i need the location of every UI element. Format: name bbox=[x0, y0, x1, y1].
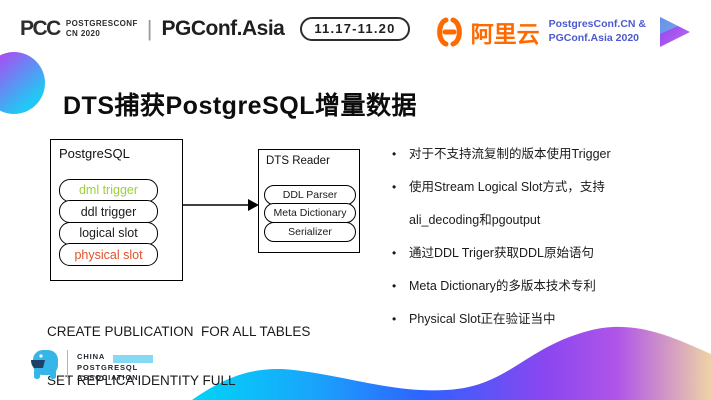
date-badge: 11.17-11.20 bbox=[300, 17, 410, 41]
bullet-list: • 对于不支持流复制的版本使用Trigger • 使用Stream Logica… bbox=[390, 144, 706, 342]
sql-code: CREATE PUBLICATION FOR ALL TABLES SET RE… bbox=[47, 291, 310, 400]
play-triangle-icon bbox=[660, 17, 690, 47]
alicloud-bracket-icon bbox=[436, 17, 462, 47]
postgresconf-label-line1: POSTGRESCONF bbox=[65, 19, 138, 29]
bullet-dot-icon: • bbox=[392, 279, 397, 293]
association-name-line1: CHINA bbox=[77, 352, 106, 361]
association-logo-divider bbox=[67, 349, 68, 378]
dts-reader-box-items: DDL Parser Meta Dictionary Serializer bbox=[264, 184, 356, 242]
bullet-text: Meta Dictionary的多版本技术专利 bbox=[409, 279, 596, 293]
elephant-icon bbox=[31, 349, 58, 379]
postgresql-box: PostgreSQL dml trigger ddl trigger logic… bbox=[50, 139, 183, 281]
bullet-dot-icon: • bbox=[392, 312, 397, 326]
postgresconf-cn-label: POSTGRESCONF CN 2020 bbox=[66, 19, 138, 38]
header-divider: | bbox=[146, 16, 153, 41]
diagram-node-serializer: Serializer bbox=[264, 221, 356, 242]
diagram-node-dml-trigger: dml trigger bbox=[59, 178, 158, 202]
bullet-text: 对于不支持流复制的版本使用Trigger bbox=[409, 147, 611, 161]
diagram-node-ddl-trigger: ddl trigger bbox=[59, 200, 158, 223]
association-logo: CHINA POSTGRESQL ASSOCIATION bbox=[30, 344, 153, 384]
bullet-item: • 通过DDL Triger获取DDL原始语句 bbox=[390, 243, 706, 263]
conference-label-line1: PostgresConf.CN & bbox=[548, 18, 646, 31]
bullet-item: • Meta Dictionary的多版本技术专利 bbox=[390, 276, 706, 296]
dts-reader-box-label: DTS Reader bbox=[266, 155, 330, 167]
dts-reader-box: DTS Reader DDL Parser Meta Dictionary Se… bbox=[258, 149, 360, 253]
association-name: CHINA POSTGRESQL ASSOCIATION bbox=[77, 344, 153, 384]
alicloud-logo-text: 阿里云 bbox=[470, 21, 540, 47]
postgresconf-label-line2: CN 2020 bbox=[65, 29, 101, 38]
diagram-node-meta-dictionary: Meta Dictionary bbox=[264, 203, 356, 223]
flow-arrow-icon bbox=[183, 199, 259, 211]
association-highlight-decoration bbox=[113, 355, 153, 363]
pgconf-asia-logo: PGConf.Asia bbox=[161, 17, 285, 40]
header-left: PCC POSTGRESCONF CN 2020 | PGConf.Asia 1… bbox=[20, 16, 410, 42]
bullet-dot-icon: • bbox=[392, 180, 397, 194]
bullet-dot-icon: • bbox=[392, 147, 397, 161]
sql-code-line1: CREATE PUBLICATION FOR ALL TABLES bbox=[47, 323, 311, 339]
diagram-node-ddl-parser: DDL Parser bbox=[264, 184, 356, 205]
diagram-node-physical-slot: physical slot bbox=[59, 243, 158, 266]
bullet-text: Physical Slot正在验证当中 bbox=[409, 312, 556, 326]
diagram-node-logical-slot: logical slot bbox=[59, 221, 158, 245]
page-title: DTS捕获PostgreSQL增量数据 bbox=[63, 92, 417, 120]
bullet-text: 通过DDL Triger获取DDL原始语句 bbox=[409, 246, 594, 260]
bullet-text-continuation: ali_decoding和pgoutput bbox=[409, 213, 541, 227]
bullet-item: • 对于不支持流复制的版本使用Trigger bbox=[390, 144, 706, 164]
bullet-item: • 使用Stream Logical Slot方式，支持 ali_decodin… bbox=[390, 177, 706, 230]
conference-label-line2: PGConf.Asia 2020 bbox=[548, 32, 640, 44]
bullet-item: • Physical Slot正在验证当中 bbox=[390, 309, 706, 329]
conference-label: PostgresConf.CN & PGConf.Asia 2020 bbox=[549, 18, 646, 45]
association-name-line3: ASSOCIATION bbox=[77, 373, 139, 382]
bullet-dot-icon: • bbox=[392, 246, 397, 260]
association-name-line2: POSTGRESQL bbox=[77, 362, 139, 372]
gradient-circle-decoration bbox=[0, 52, 45, 114]
pcc-logo: PCC bbox=[20, 17, 61, 40]
bullet-text: 使用Stream Logical Slot方式，支持 bbox=[409, 180, 605, 194]
postgresql-box-label: PostgreSQL bbox=[59, 146, 130, 161]
postgresql-box-items: dml trigger ddl trigger logical slot phy… bbox=[59, 178, 158, 266]
header-right: 阿里云 PostgresConf.CN & PGConf.Asia 2020 bbox=[433, 14, 693, 50]
